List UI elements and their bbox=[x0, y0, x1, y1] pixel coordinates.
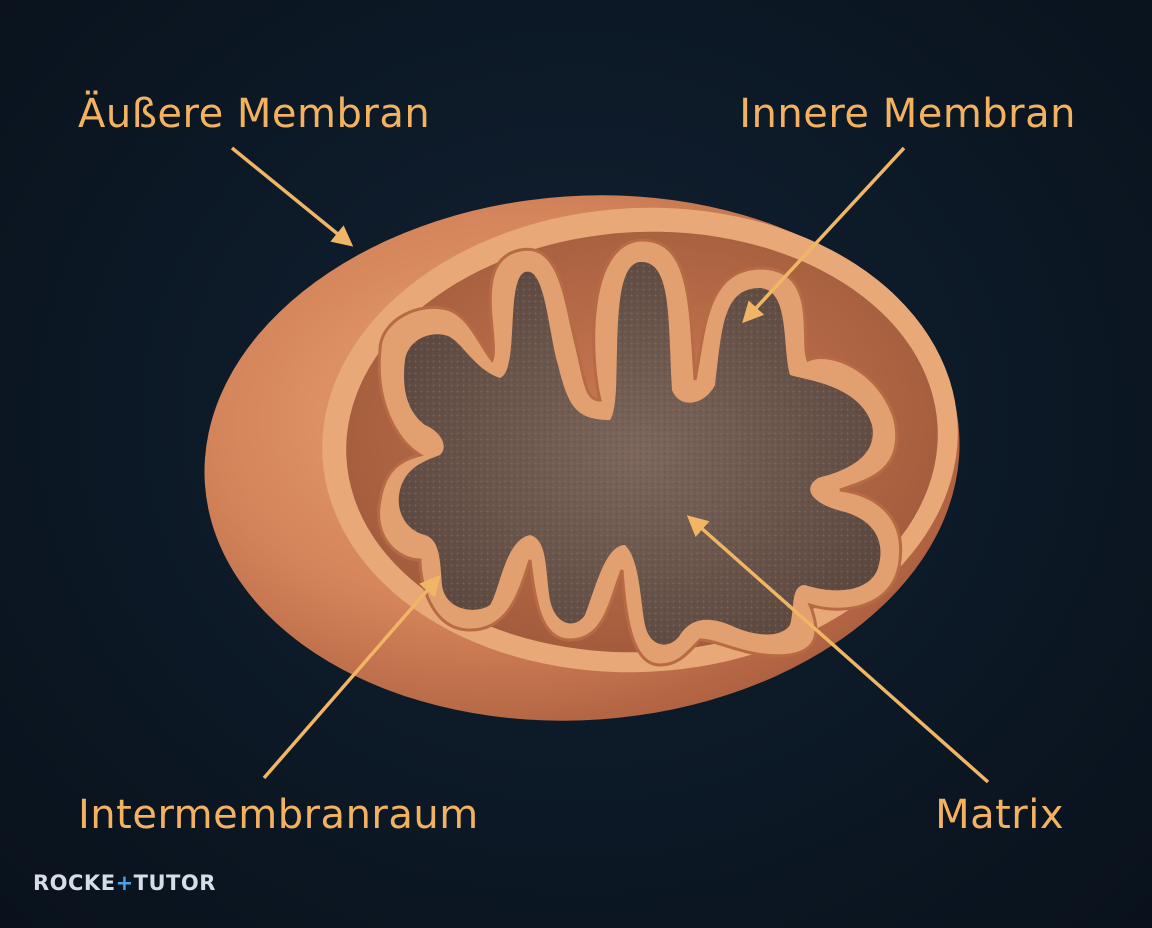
label-matrix: Matrix bbox=[935, 792, 1064, 838]
label-intermembrane-space: Intermembranraum bbox=[78, 792, 479, 838]
brand-logo-plus: + bbox=[115, 871, 134, 895]
arrow-matrix bbox=[686, 515, 990, 784]
brand-logo: ROCKE+TUTOR bbox=[33, 871, 216, 895]
matrix-texture bbox=[398, 261, 881, 645]
label-outer-membrane: Äußere Membran bbox=[78, 91, 431, 137]
arrow-inner-membrane bbox=[742, 146, 906, 324]
brand-logo-left: ROCKE bbox=[33, 871, 116, 895]
arrow-intermembrane-space bbox=[262, 574, 441, 780]
label-inner-membrane: Innere Membran bbox=[739, 91, 1076, 137]
brand-logo-right: TUTOR bbox=[133, 871, 216, 895]
arrow-outer-membrane bbox=[230, 146, 354, 247]
